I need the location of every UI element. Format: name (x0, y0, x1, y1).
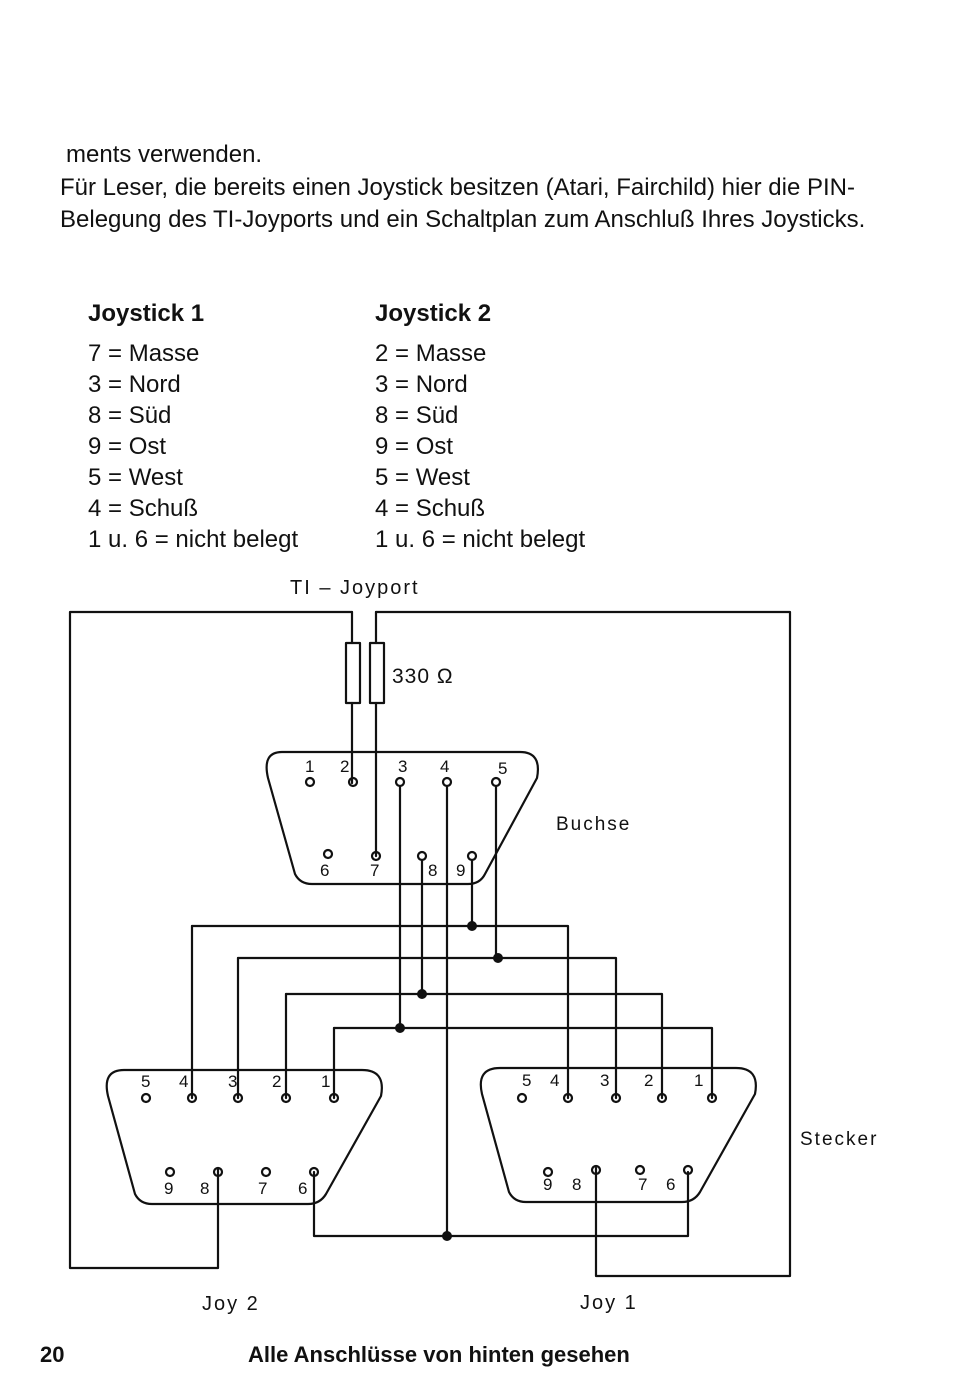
intro-line: ments verwenden. (66, 141, 263, 168)
joystick2-heading: Joystick 2 (375, 300, 492, 327)
page-number: 20 (40, 1342, 65, 1367)
joystick1-heading: Joystick 1 (88, 300, 205, 327)
joystick2-pin-list: Joystick 2 2 = Masse 3 = Nord 8 = Süd 9 … (375, 298, 585, 555)
resistor-right (368, 641, 386, 705)
stecker-label: Stecker (800, 1129, 878, 1150)
joystick2-row: 1 u. 6 = nicht belegt (375, 526, 586, 553)
buchse-pin-label: 5 (498, 759, 507, 778)
joy2-pin-label: 7 (258, 1179, 267, 1198)
buchse-pin-label: 1 (305, 757, 314, 776)
joy1-pin-label: 7 (638, 1175, 647, 1194)
joy2-pin-label: 1 (321, 1072, 330, 1091)
buchse-pin-label: 7 (370, 861, 379, 880)
joy1-pin-label: 5 (522, 1071, 531, 1090)
joy1-pin-label: 3 (600, 1071, 609, 1090)
joyport-title: TI – Joyport (290, 577, 420, 599)
joy2-pin-label: 8 (200, 1179, 209, 1198)
joystick1-pin-list: Joystick 1 7 = Masse 3 = Nord 8 = Süd 9 … (88, 298, 298, 555)
intro-paragraph: Für Leser, die bereits einen Joystick be… (60, 174, 866, 233)
joy1-pin-label: 2 (644, 1071, 653, 1090)
bus-pin9 (190, 924, 570, 1100)
joy1-pin-label: 9 (543, 1175, 552, 1194)
joystick1-row: 9 = Ost (88, 433, 167, 460)
joystick1-row: 8 = Süd (88, 402, 172, 429)
joystick2-row: 8 = Süd (375, 402, 459, 429)
joy2-pin-label: 2 (272, 1072, 281, 1091)
joy1-pin-label: 6 (666, 1175, 675, 1194)
joy2-pin-label: 3 (228, 1072, 237, 1091)
joy1-pin-label: 8 (572, 1175, 581, 1194)
bus-pin5 (236, 956, 618, 1100)
joy1-label: Joy 1 (580, 1292, 638, 1314)
buchse-pin-label: 6 (320, 861, 329, 880)
joystick2-row: 3 = Nord (375, 371, 468, 398)
right-plug-shell (479, 1066, 757, 1204)
joy1-pin-label: 4 (550, 1071, 559, 1090)
joystick1-row: 4 = Schuß (88, 495, 199, 522)
buchse-label: Buchse (556, 814, 631, 835)
joy2-pin-label: 4 (179, 1072, 188, 1091)
joy2-pin-label: 5 (141, 1072, 150, 1091)
bus-pin8 (284, 992, 664, 1100)
buchse-pin-label: 4 (440, 757, 449, 776)
joystick2-row: 4 = Schuß (375, 495, 486, 522)
joystick1-row: 5 = West (88, 464, 183, 491)
joy1-pin-label: 1 (694, 1071, 703, 1090)
outer-frame-right (374, 610, 792, 1278)
buchse-pin-label: 3 (398, 757, 407, 776)
outer-frame-left (68, 610, 354, 1270)
joy2-pin-label: 6 (298, 1179, 307, 1198)
joystick2-row: 9 = Ost (375, 433, 454, 460)
joystick1-row: 3 = Nord (88, 371, 181, 398)
buchse-pin-label: 2 (340, 757, 349, 776)
buchse-pin-label: 8 (428, 861, 437, 880)
resistor-label: 330 Ω (392, 665, 454, 688)
joystick1-row: 7 = Masse (88, 340, 200, 367)
joy2-pin-label: 9 (164, 1179, 173, 1198)
resistor-left (344, 641, 362, 705)
bus-ground (312, 1170, 690, 1238)
diagram-caption: Alle Anschlüsse von hinten gesehen (248, 1342, 630, 1367)
left-plug-shell (105, 1068, 383, 1206)
buchse-shell (265, 750, 539, 886)
joystick2-row: 2 = Masse (375, 340, 487, 367)
bus-pin3 (332, 1026, 714, 1100)
buchse-pin-label: 9 (456, 861, 465, 880)
joystick2-row: 5 = West (375, 464, 470, 491)
joy2-label: Joy 2 (202, 1293, 260, 1315)
joystick1-row: 1 u. 6 = nicht belegt (88, 526, 299, 553)
